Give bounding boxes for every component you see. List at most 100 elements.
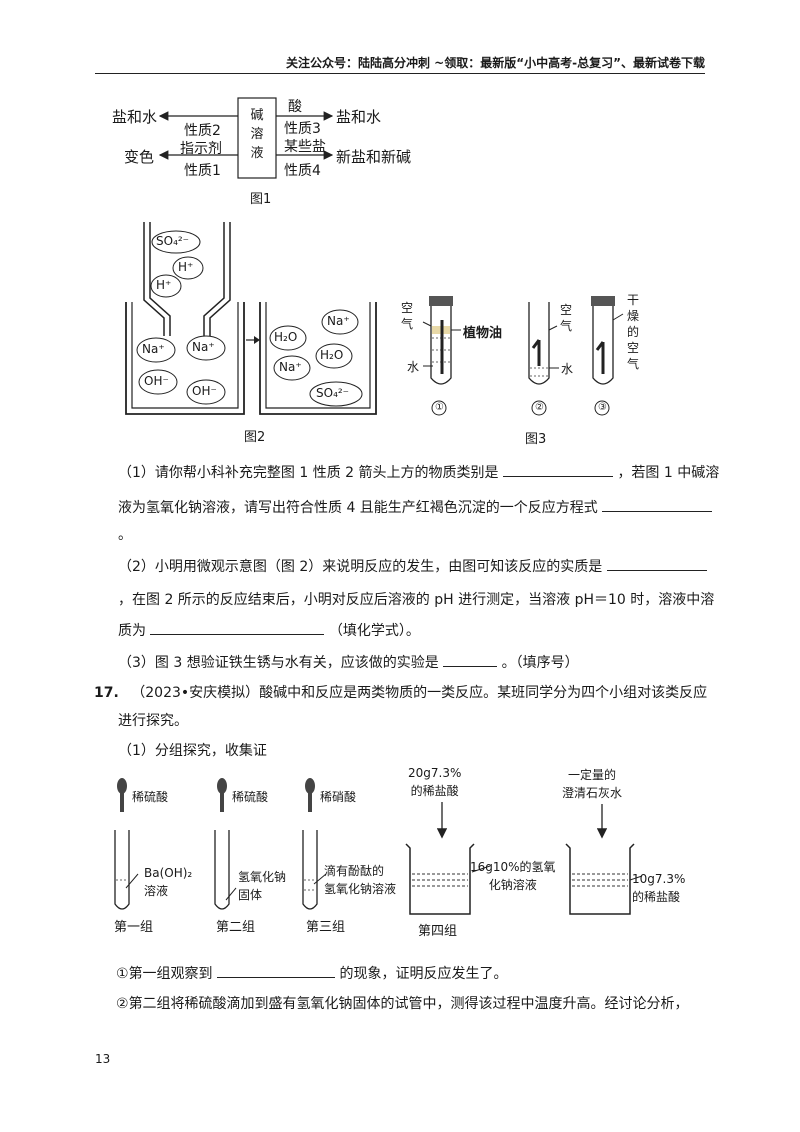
figure-3: 空 气 植物油 水 空 气 水 干 燥 的 空 气 ① ② ③ 图3 [395,290,665,450]
tube3-dry-air-char: 燥 [627,309,640,323]
figure-1-arrows [158,97,334,179]
answer-blank[interactable] [443,652,498,667]
group5-reagent: 一定量的 [568,768,617,782]
fig2-caption: 图2 [244,430,266,445]
observation-text: 第一组观察到 [128,966,213,982]
fig1-left-bottom-output: 变色 [124,148,155,166]
q17-stem-line2: 进行探究。 [118,713,188,729]
group1-name: 第一组 [114,920,154,935]
observation-number: ② [116,996,129,1012]
q16-part1-line1: （1）请你帮小科补充完整图 1 性质 2 箭头上方的物质类别是 ，若图 1 中碱… [118,462,719,483]
group1-solution: 溶液 [144,884,169,898]
group4-reagent: 的稀盐酸 [410,784,459,798]
fig1-acid: 酸 [288,99,302,115]
q16-p1-text: 液为氢氧化钠溶液，请写出符合性质 4 且能生产红褐色沉淀的一个反应方程式 [118,500,598,516]
fig1-center-char: 溶 [250,127,264,142]
beaker1-ion-na: Na⁺ [142,342,165,356]
fig3-caption: 图3 [525,432,547,447]
fig1-property-3: 性质3 [284,121,321,137]
tube3-dry-air-char: 干 [627,293,640,307]
q17-sub1: （1）分组探究，收集证 [118,743,267,759]
figure-1: 碱 溶 液 盐和水 性质2 指示剂 变色 性质1 酸 性质3 盐和水 某些盐 新… [100,92,440,212]
q17-stem-text: （2023•安庆模拟）酸碱中和反应是两类物质的一类反应。某班同学分为四个小组对该… [131,685,708,701]
figure-2-drawing [125,222,377,415]
group4-solution: 16g10%的氢氧 [470,860,556,874]
q16-part3: （3）图 3 想验证铁生锈与水有关，应该做的实验是 。（填序号） [118,652,579,673]
answer-blank[interactable] [217,963,336,978]
fig1-caption: 图1 [250,192,272,207]
question-number: 17. [94,685,119,701]
group2-name: 第二组 [216,920,256,935]
observation-1: ①第一组观察到 的现象，证明反应发生了。 [116,963,507,984]
tube1-water-label: 水 [407,360,420,374]
dropper-ion-h: H⁺ [156,278,172,292]
observation-2: ②第二组将稀硫酸滴加到盛有氢氧化钠固体的试管中，测得该过程中温度升高。经讨论分析… [116,994,689,1014]
group4-reagent: 20g7.3% [408,766,462,780]
q16-part2-line2: ，在图 2 所示的反应结束后，小明对反应后溶液的 pH 进行测定，当溶液 pH＝… [118,592,715,608]
group3-solution: 滴有酚酞的 [324,864,385,878]
beaker2-molecule-water: H₂O [274,330,298,344]
beaker2-ion-na: Na⁺ [279,360,302,374]
q16-p2-text: 质为 [118,623,146,639]
answer-blank[interactable] [602,497,713,512]
group5-solution: 的稀盐酸 [632,890,681,904]
tube1-air-char: 气 [401,317,414,331]
answer-blank[interactable] [606,556,707,571]
fig1-indicator: 指示剂 [180,141,222,157]
q16-p3-text: （3）图 3 想验证铁生锈与水有关，应该做的实验是 [118,655,439,671]
answer-blank[interactable] [150,620,325,635]
group4-solution: 化钠溶液 [488,878,537,892]
figure-2: SO₄²⁻ H⁺ H⁺ Na⁺ Na⁺ OH⁻ OH⁻ H₂O Na⁺ H₂O … [120,222,380,448]
beaker2-ion-na: Na⁺ [327,314,350,328]
q16-p1-text: （1）请你帮小科补充完整图 1 性质 2 箭头上方的物质类别是 [118,465,499,481]
tube2-air-char: 气 [560,319,573,333]
tube3-dry-air-char: 空 [627,341,640,355]
tube1-air-char: 空 [401,301,414,315]
fig1-left-top-output: 盐和水 [112,108,158,126]
beaker1-ion-oh: OH⁻ [192,384,217,398]
q16-p1-text: ，若图 1 中碱溶 [617,465,720,481]
beaker2-ion-sulfate: SO₄²⁻ [316,386,350,400]
fig1-center-char: 碱 [250,108,264,123]
group2-solution: 氢氧化钠 [238,870,287,884]
q16-p2-text: （填化学式）。 [328,623,420,639]
tube2-water-label: 水 [561,362,574,376]
page-number: 13 [95,1052,111,1066]
dropper-ion-sulfate: SO₄²⁻ [156,234,190,248]
tube2-number: ② [535,402,544,413]
page-header: 关注公众号：陆陆高分冲刺 ~领取：最新版“小中高考-总复习”、最新试卷下载 [286,56,705,70]
q16-p2-text: （2）小明用微观示意图（图 2）来说明反应的发生，由图可知该反应的实质是 [118,559,603,575]
header-divider [95,73,705,74]
answer-blank[interactable] [502,462,613,477]
fig1-property-2: 性质2 [184,123,221,139]
q16-part2-line1: （2）小明用微观示意图（图 2）来说明反应的发生，由图可知该反应的实质是 [118,556,707,577]
group4-name: 第四组 [418,924,458,939]
figure-3-drawing [422,296,624,416]
group2-solution: 固体 [238,888,263,902]
dropper-ion-h: H⁺ [178,260,194,274]
tube3-number: ③ [598,402,607,413]
beaker1-ion-oh: OH⁻ [144,374,169,388]
beaker2-molecule-water: H₂O [320,348,344,362]
group1-solution: Ba(OH)₂ [144,866,193,880]
tube1-number: ① [435,402,444,413]
q16-part1-line2: 液为氢氧化钠溶液，请写出符合性质 4 且能生产红褐色沉淀的一个反应方程式 [118,497,713,518]
observation-text: 的现象，证明反应发生了。 [339,966,508,982]
fig1-property-4: 性质4 [284,163,321,179]
tube2-air-char: 空 [560,303,573,317]
q16-part1-line3: 。 [118,527,132,543]
q16-part2-line3: 质为 （填化学式）。 [118,620,420,641]
group3-reagent: 稀硝酸 [320,790,357,804]
group1-reagent: 稀硫酸 [132,790,169,804]
tube1-oil-label: 植物油 [463,326,503,341]
fig1-center-char: 液 [250,146,264,161]
group-experiments-drawing [114,778,643,915]
q17-stem-line1: 17. （2023•安庆模拟）酸碱中和反应是两类物质的一类反应。某班同学分为四个… [94,683,707,703]
group5-reagent: 澄清石灰水 [562,786,623,800]
group-experiments-figure: 稀硫酸 Ba(OH)₂ 溶液 第一组 稀硫酸 氢氧化钠 固体 第二组 稀硝酸 滴… [110,764,710,944]
q16-p3-text: 。（填序号） [501,655,579,671]
tube3-dry-air-char: 气 [627,357,640,371]
observation-number: ① [116,966,129,982]
fig1-right-bottom-output: 新盐和新碱 [336,148,412,166]
group3-name: 第三组 [306,920,346,935]
